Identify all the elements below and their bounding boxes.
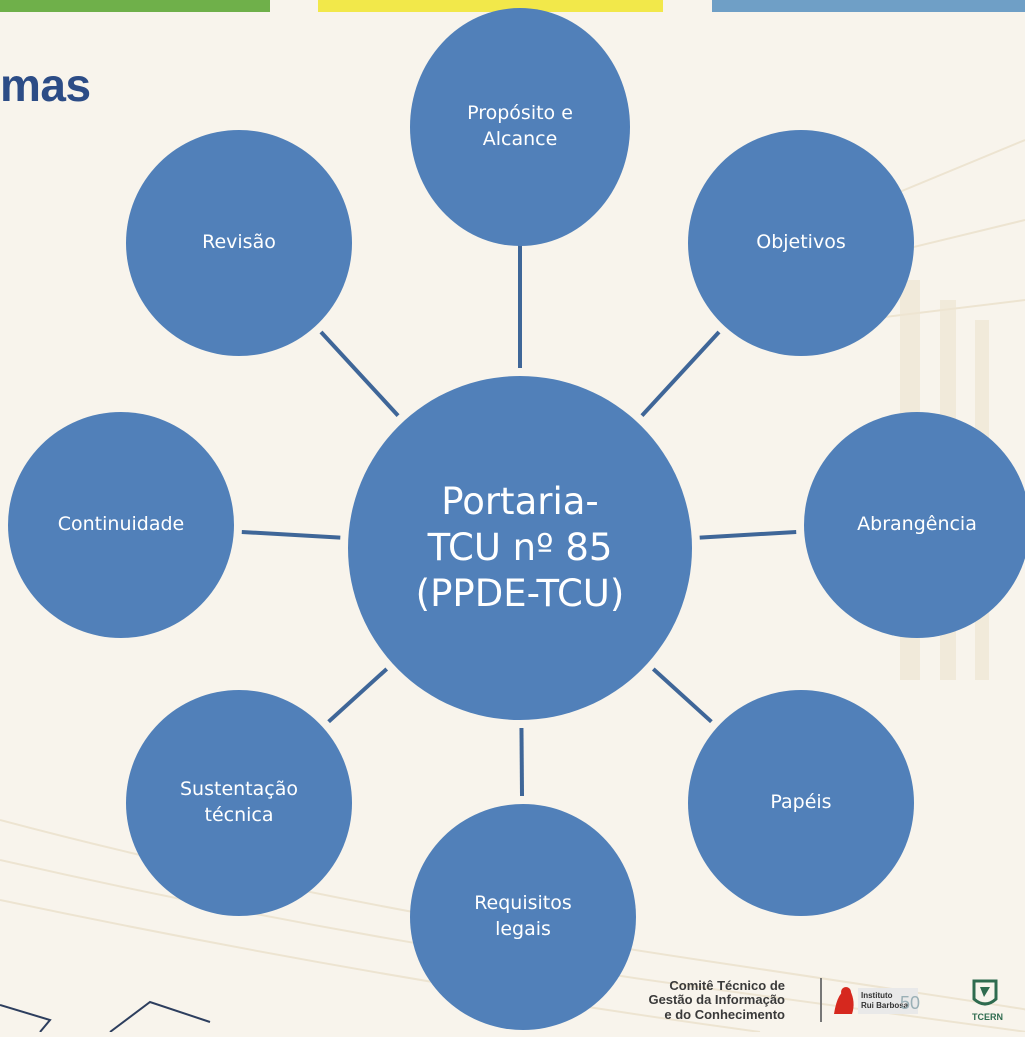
slide-title: mas xyxy=(0,59,91,111)
corner-sketch xyxy=(0,1000,211,1033)
connector-line xyxy=(651,667,713,724)
center-node: Portaria- TCU nº 85 (PPDE-TCU) xyxy=(348,376,692,720)
center-node-label: Portaria- TCU nº 85 (PPDE-TCU) xyxy=(415,479,625,616)
irb-logo: Instituto Rui Barbosa 50 xyxy=(834,987,920,1014)
top-bar-green xyxy=(0,0,270,12)
irb-name-line2: Rui Barbosa xyxy=(861,1001,909,1010)
node-label: Papéis xyxy=(770,791,832,814)
node-label: Sustentação técnica xyxy=(180,778,298,826)
node-sustentacao-tecnica: Sustentação técnica xyxy=(126,690,352,916)
node-continuidade: Continuidade xyxy=(8,412,234,638)
node-objetivos: Objetivos xyxy=(688,130,914,356)
node-label: Objetivos xyxy=(756,231,846,254)
node-label: Requisitos legais xyxy=(474,892,572,940)
node-proposito-alcance: Propósito e Alcance xyxy=(410,8,630,246)
node-abrangencia: Abrangência xyxy=(804,412,1025,638)
node-label: Abrangência xyxy=(857,513,977,536)
top-bar-yellow xyxy=(318,0,663,12)
node-revisao: Revisão xyxy=(126,130,352,356)
committee-label: Comitê Técnico de Gestão da Informação e… xyxy=(648,978,785,1022)
connector-line xyxy=(241,529,341,540)
irb-anniversary: 50 xyxy=(900,993,920,1013)
connector-line xyxy=(699,530,797,540)
node-label: Revisão xyxy=(202,231,276,254)
node-label: Continuidade xyxy=(57,513,185,536)
footer-divider xyxy=(820,978,822,1022)
node-requisitos-legais: Requisitos legais xyxy=(410,804,636,1030)
top-bar-blue xyxy=(712,0,1025,12)
connector-line xyxy=(327,667,389,724)
irb-name-line1: Instituto xyxy=(861,991,893,1000)
tce-name: TCERN xyxy=(972,1012,1003,1022)
node-papeis: Papéis xyxy=(688,690,914,916)
connector-line xyxy=(519,727,525,797)
connector-line xyxy=(319,330,400,417)
tce-rn-logo: TCERN xyxy=(972,979,1003,1022)
node-label: Propósito e Alcance xyxy=(467,102,573,150)
connector-line xyxy=(640,330,721,417)
